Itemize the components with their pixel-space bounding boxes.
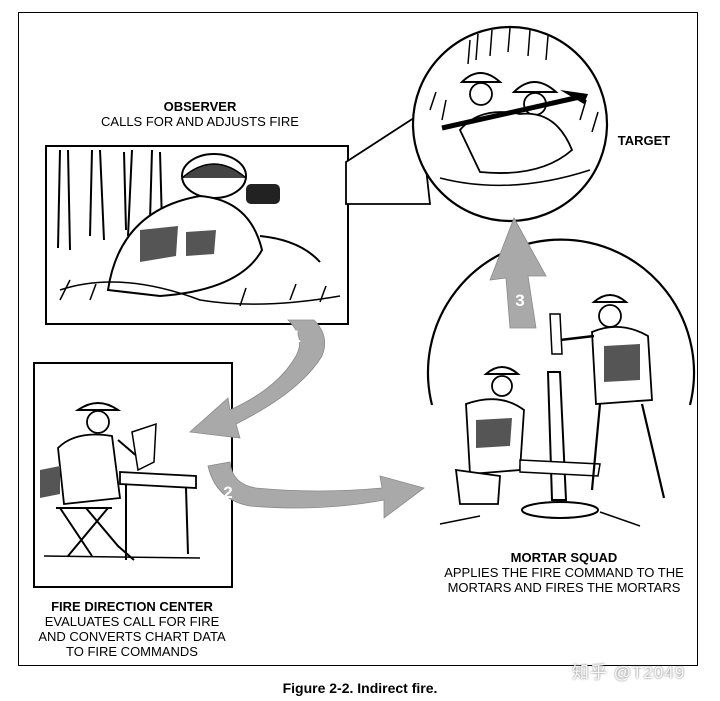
enemy-soldiers	[439, 72, 591, 187]
mortar-squad-label: MORTAR SQUAD APPLIES THE FIRE COMMAND TO…	[428, 550, 700, 595]
observer-label: OBSERVER CALLS FOR AND ADJUSTS FIRE	[80, 99, 320, 129]
figure-frame	[18, 12, 698, 666]
fdc-description-line-2: AND CONVERTS CHART DATA	[38, 629, 226, 644]
mortar-squad-description-line-2: MORTARS AND FIRES THE MORTARS	[447, 580, 681, 595]
observer-heading: OBSERVER	[163, 99, 237, 114]
mortar-circle	[426, 238, 696, 527]
fdc-heading: FIRE DIRECTION CENTER	[51, 599, 213, 614]
target-circle	[345, 25, 609, 223]
observer-figure	[59, 153, 341, 307]
fdc-description-line-3: TO FIRE COMMANDS	[66, 644, 198, 659]
fdc-panel	[33, 362, 233, 588]
mortar-squad-description-line-1: APPLIES THE FIRE COMMAND TO THE	[444, 565, 684, 580]
step-number-2: 2	[223, 483, 232, 502]
step-number-1: 1	[291, 327, 300, 346]
mortar-squad-heading: MORTAR SQUAD	[510, 550, 618, 565]
watermark: 知乎 @T2049	[572, 663, 686, 682]
step-arrow-2	[207, 461, 425, 519]
figure-caption: Figure 2-2. Indirect fire.	[282, 680, 438, 696]
fdc-figure	[40, 402, 201, 561]
step-number-3: 3	[515, 291, 524, 310]
fdc-label: FIRE DIRECTION CENTER EVALUATES CALL FOR…	[20, 599, 244, 659]
step-arrow-3	[489, 217, 547, 329]
target-label: TARGET	[604, 133, 684, 148]
step-arrow-1	[189, 319, 326, 439]
target-heading: TARGET	[617, 133, 671, 148]
mortar-squad-figures	[439, 294, 666, 527]
observer-description: CALLS FOR AND ADJUSTS FIRE	[101, 114, 299, 129]
fdc-description-line-1: EVALUATES CALL FOR FIRE	[44, 614, 220, 629]
observer-panel	[45, 145, 349, 325]
